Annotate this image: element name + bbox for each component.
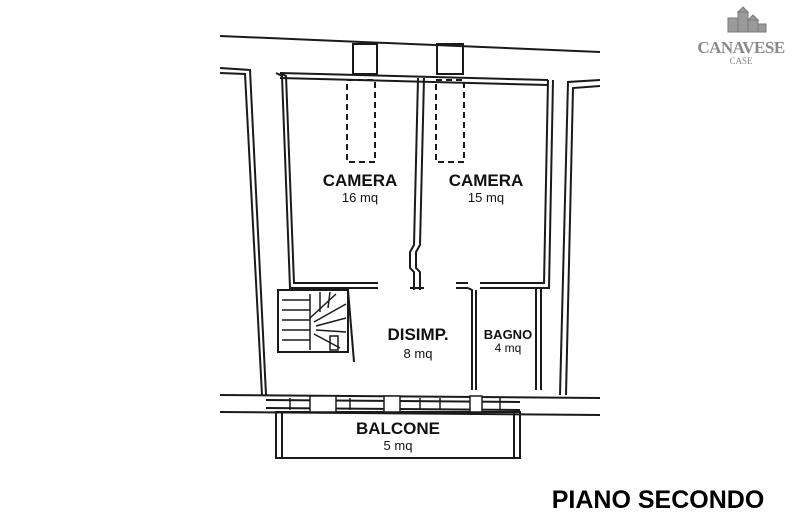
room-area: 16 mq <box>342 190 378 205</box>
staircase <box>282 291 347 351</box>
room-area: 8 mq <box>404 346 433 361</box>
dashed-niches <box>346 79 465 163</box>
room-name: BALCONE <box>356 419 440 438</box>
logo-sub: CASE <box>729 56 753 66</box>
window-openings <box>289 395 501 413</box>
building-walls <box>219 35 601 459</box>
floor-title: PIANO SECONDO <box>552 486 765 514</box>
room-name: DISIMP. <box>387 325 448 344</box>
room-name: BAGNO <box>484 327 532 342</box>
room-name: CAMERA <box>449 171 524 190</box>
room-area: 5 mq <box>384 438 413 453</box>
room-area: 15 mq <box>468 190 504 205</box>
room-disimpegno: DISIMP. 8 mq <box>387 325 448 361</box>
logo-house-icon <box>727 6 767 33</box>
room-bagno: BAGNO 4 mq <box>484 327 532 355</box>
canavese-case-logo: CANAVESE CASE <box>697 6 785 66</box>
room-camera-15: CAMERA 15 mq <box>449 171 524 205</box>
room-area: 4 mq <box>495 341 522 355</box>
logo-name: CANAVESE <box>697 38 784 57</box>
room-name: CAMERA <box>323 171 398 190</box>
room-balcone: BALCONE 5 mq <box>356 419 440 453</box>
room-camera-16: CAMERA 16 mq <box>323 171 398 205</box>
